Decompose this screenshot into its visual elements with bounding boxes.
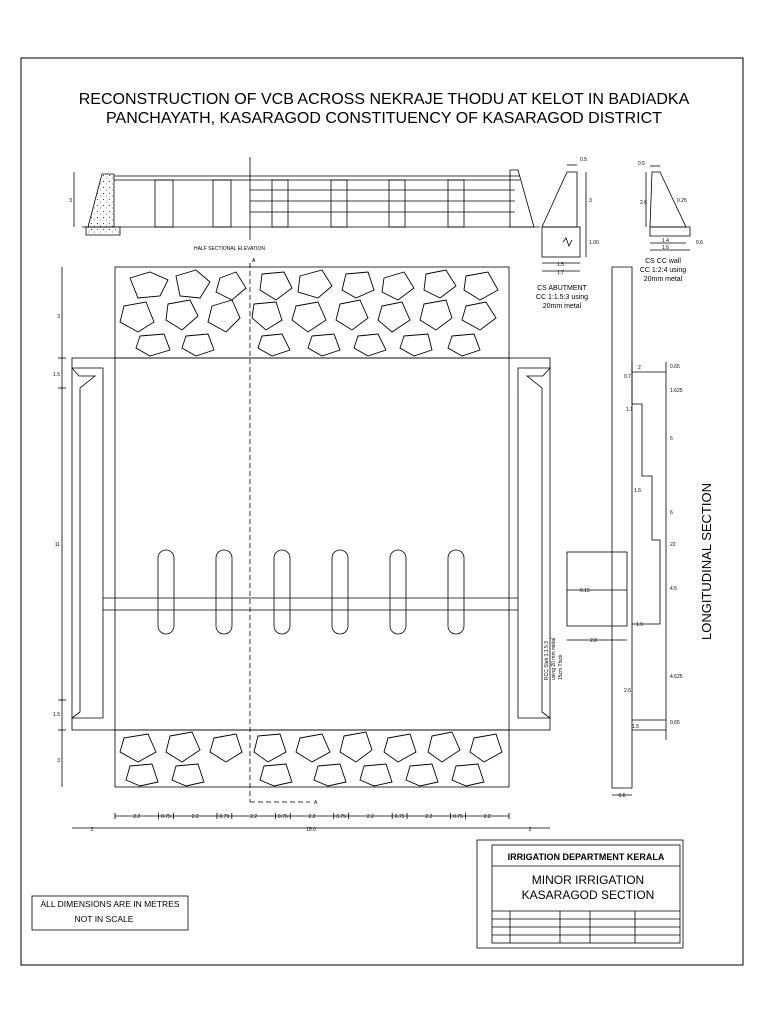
dim-label: 2.2 — [367, 814, 374, 820]
notes-line-2: NOT IN SCALE — [75, 914, 134, 924]
wall-section — [645, 165, 691, 251]
titleblock-division-1: MINOR IRRIGATION — [532, 873, 644, 887]
abutment-label-2: CC 1:1.5:3 using — [536, 294, 588, 301]
longitudinal-bottom-dim: 0.6 — [619, 793, 626, 799]
wall-dim-top: 0.5 — [638, 161, 645, 167]
plan-view — [58, 263, 552, 829]
dim-label: 2.2 — [309, 814, 316, 820]
svg-text:2: 2 — [91, 827, 94, 833]
abutment-label-3: 20mm metal — [543, 303, 582, 310]
wall-label-1: CS CC wall — [645, 258, 681, 265]
section-marker-bottom: A — [314, 800, 318, 806]
svg-text:1.625: 1.625 — [670, 388, 683, 394]
plan-bottom-dims-row1: 2.2 0.75 2.2 0.75 2.2 0.75 2.2 0.75 2.2 0.75 2.2 0.… — [114, 813, 510, 820]
half-sectional-elevation — [73, 157, 540, 240]
plan-left-dims: 3 1.5 11 1.5 3 — [53, 314, 60, 764]
longitudinal-section-label: LONGITUDINAL SECTION — [699, 483, 714, 640]
svg-text:1.9: 1.9 — [636, 622, 643, 628]
abutment-section — [541, 164, 587, 272]
wall-dim-base1: 1.4 — [662, 238, 669, 244]
title-line-2: PANCHAYATH, KASARAGOD CONSTITUENCY OF KA… — [106, 110, 662, 127]
sheet-border — [20, 57, 744, 966]
svg-text:2: 2 — [529, 827, 532, 833]
titleblock-dept: IRRIGATION DEPARTMENT KERALA — [508, 852, 665, 862]
title-line-1: RECONSTRUCTION OF VCB ACROSS NEKRAJE THO… — [79, 91, 690, 108]
dim-label: 2.2 — [133, 814, 140, 820]
wall-label-2: CC 1:2:4 using — [640, 267, 686, 274]
svg-text:3: 3 — [57, 314, 60, 320]
elevation-height-dim: 3 — [69, 198, 72, 204]
svg-text:15.0: 15.0 — [306, 827, 316, 833]
dim-label: 0.75 — [395, 814, 405, 820]
dim-label: 2.2 — [425, 814, 432, 820]
dim-label: 0.75 — [453, 814, 463, 820]
svg-text:0.65: 0.65 — [670, 364, 680, 370]
wall-dim-height: 2.6 — [640, 200, 647, 206]
abutment-dim-height: 3 — [589, 198, 592, 204]
dim-label: 0.75 — [278, 814, 288, 820]
notes-line-1: ALL DIMENSIONS ARE IN METRES — [40, 899, 179, 909]
dim-label: 0.75 — [336, 814, 346, 820]
dim-label: 2.2 — [484, 814, 491, 820]
wall-label-3: 20mm metal — [644, 276, 683, 283]
svg-text:4.625: 4.625 — [670, 674, 683, 680]
svg-text:6: 6 — [670, 510, 673, 516]
notes-box — [31, 895, 189, 931]
elevation-label: HALF SECTIONAL ELEVATION — [194, 246, 265, 252]
svg-text:6: 6 — [670, 436, 673, 442]
slab-width-dim: 2.8 — [590, 638, 597, 644]
wall-dim-base2: 1.6 — [662, 245, 669, 251]
svg-text:22: 22 — [670, 542, 676, 548]
svg-text:1.5: 1.5 — [53, 372, 60, 378]
slab-detail — [566, 551, 628, 641]
svg-text:11: 11 — [55, 542, 60, 548]
abutment-label-1: CS ABUTMENT — [537, 285, 588, 292]
section-marker-top: A — [252, 258, 256, 264]
plan-bottom-dims-row2: 2 15.0 2 — [91, 827, 532, 833]
svg-text:3: 3 — [57, 758, 60, 764]
longitudinal-section — [611, 266, 667, 796]
svg-text:1.5: 1.5 — [53, 712, 60, 718]
svg-text:4.5: 4.5 — [670, 586, 677, 592]
svg-text:1.6: 1.6 — [634, 488, 641, 494]
abutment-dim-base2: 1.7 — [557, 270, 564, 276]
abutment-dim-footing: 1.00 — [589, 240, 599, 246]
abutment-dim-top: 0.5 — [580, 157, 587, 163]
title-block — [476, 839, 684, 949]
svg-text:0.65: 0.65 — [670, 720, 680, 726]
svg-text:0.7: 0.7 — [624, 374, 631, 380]
svg-text:RCC Slab 1:1.5:3: RCC Slab 1:1.5:3 — [544, 641, 550, 680]
svg-text:15cm Thick: 15cm Thick — [558, 654, 564, 680]
dim-label: 0.75 — [161, 814, 171, 820]
svg-text:2.6: 2.6 — [624, 688, 631, 694]
longitudinal-right-dims: 0.65 1.625 6 6 22 4.5 4.625 0.65 — [670, 364, 683, 726]
wall-dim-foot: 0.6 — [696, 240, 703, 246]
svg-text:1.1: 1.1 — [626, 407, 633, 413]
abutment-dim-base1: 1.5 — [557, 262, 564, 268]
dim-label: 2.2 — [250, 814, 257, 820]
titleblock-division-2: KASARAGOD SECTION — [522, 888, 655, 902]
svg-text:1.5: 1.5 — [632, 724, 639, 730]
dim-label: 2.2 — [192, 814, 199, 820]
wall-dim-slope: 0.25 — [677, 198, 687, 204]
longitudinal-inner-dims: 2 0.7 1.1 1.6 1.9 2.6 1.5 — [624, 365, 643, 730]
svg-text:2: 2 — [638, 365, 641, 371]
slab-thickness-dim: 0.15 — [580, 588, 590, 594]
slab-label: RCC Slab 1:1.5:3 using 20 mm metal 15cm … — [544, 638, 564, 680]
dim-label: 0.75 — [220, 814, 230, 820]
svg-text:using 20 mm metal: using 20 mm metal — [551, 638, 557, 680]
